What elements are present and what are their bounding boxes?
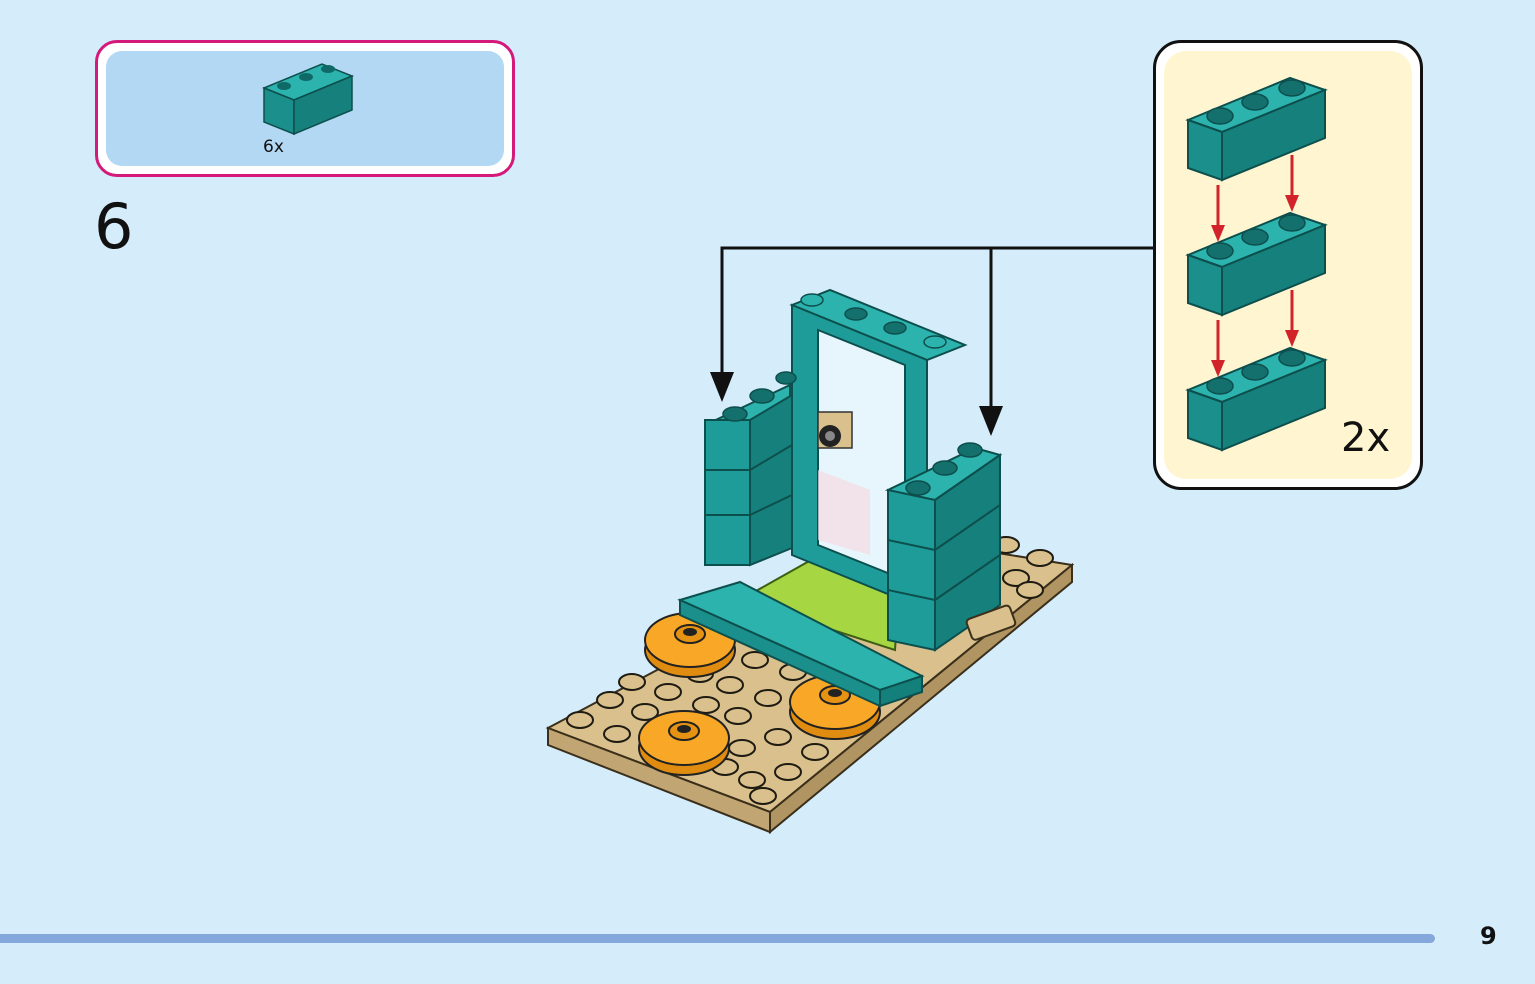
teal-front-sill <box>677 580 925 708</box>
sub-brick-bottom <box>1185 346 1328 452</box>
step-number: 6 <box>94 190 134 263</box>
subassembly-stack-icon <box>1185 76 1328 452</box>
subassembly-quantity-label: 2x <box>1341 415 1391 461</box>
sub-brick-middle <box>1185 211 1328 317</box>
arrow-head-right <box>979 406 1003 436</box>
parts-list-callout <box>95 40 515 177</box>
placement-arrows <box>720 246 1153 410</box>
left-teal-brick-stack <box>704 371 797 567</box>
red-assembly-arrows <box>1211 155 1299 377</box>
teal-brick-1x3-icon <box>262 63 354 136</box>
sub-brick-top <box>1185 76 1328 182</box>
right-teal-brick-stack <box>884 442 1017 652</box>
orange-round-tiles <box>638 612 881 776</box>
arrow-head-left <box>710 372 734 402</box>
parts-quantity-label: 6x <box>263 137 284 157</box>
footer-bar <box>0 934 1435 943</box>
teal-mirror-frame <box>789 288 968 612</box>
page-number: 9 <box>1480 922 1497 950</box>
